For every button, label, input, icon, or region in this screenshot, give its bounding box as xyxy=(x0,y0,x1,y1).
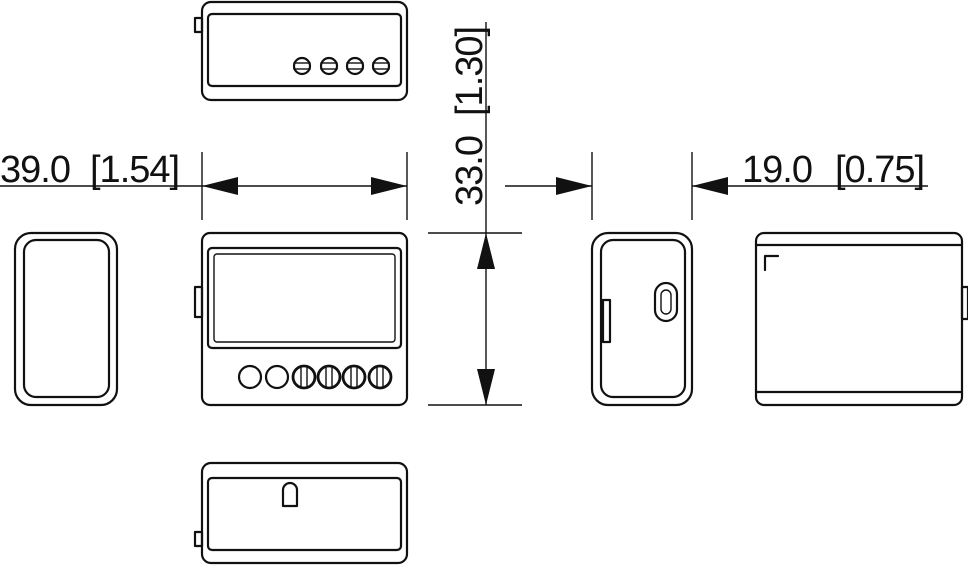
height-dimension: 33.0 [1.30] xyxy=(428,22,522,406)
right-side-view xyxy=(590,231,694,407)
bottom-slot xyxy=(281,481,299,508)
depth-dimension: 19.0 [0.75] xyxy=(505,149,928,220)
height-value-inch: [1.30] xyxy=(449,27,491,116)
width-value-inch: [1.54] xyxy=(90,149,179,191)
usb-c-port xyxy=(653,281,679,323)
width-dimension: 39.0 [1.54] xyxy=(0,149,408,220)
width-arrow-left xyxy=(202,177,238,195)
back-view xyxy=(754,231,968,407)
bottom-view xyxy=(193,461,409,565)
width-value-mm: 39.0 xyxy=(0,149,70,191)
front-view xyxy=(193,231,409,407)
depth-value-inch: [0.75] xyxy=(835,149,924,191)
height-value-mm: 33.0 xyxy=(449,136,491,206)
corner-mark xyxy=(763,254,780,272)
width-arrow-right xyxy=(371,177,407,195)
depth-arrow-right xyxy=(692,177,728,195)
depth-arrow-left xyxy=(556,177,592,195)
height-arrow-top xyxy=(477,233,495,269)
display-screen xyxy=(206,246,403,350)
height-arrow-bottom xyxy=(477,369,495,405)
top-view xyxy=(193,0,409,102)
left-side-view xyxy=(13,231,119,407)
top-view-buttons xyxy=(292,56,391,76)
depth-value-mm: 19.0 xyxy=(742,149,812,191)
front-view-buttons xyxy=(237,364,393,390)
